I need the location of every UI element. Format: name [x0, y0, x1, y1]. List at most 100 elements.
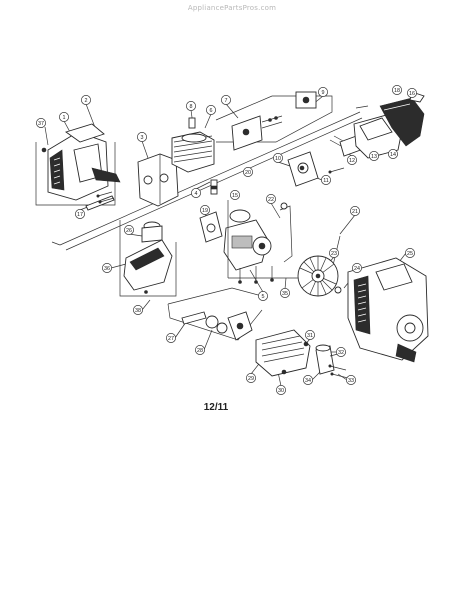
- callout-10: 10: [273, 153, 283, 163]
- callout-number: 34: [305, 378, 311, 384]
- callout-circle: [206, 105, 216, 115]
- callout-circle: [200, 205, 210, 215]
- callout-number: 3: [141, 135, 144, 141]
- callout-7: 7: [221, 95, 231, 105]
- callout-number: 38: [135, 308, 141, 314]
- callout-circle: [405, 248, 415, 258]
- callout-30: 30: [276, 385, 286, 395]
- callout-number: 14: [390, 152, 396, 158]
- callout-8: 8: [186, 101, 196, 111]
- callout-circle: [346, 375, 356, 385]
- callout-3: 3: [137, 132, 147, 142]
- heat-shield: [137, 153, 179, 207]
- callout-number: 9: [322, 90, 325, 96]
- callout-circle: [321, 175, 331, 185]
- callout-number: 21: [352, 209, 358, 215]
- callout-number: 35: [282, 291, 288, 297]
- callout-number: 16: [409, 91, 415, 97]
- loose-screws: [96, 167, 345, 204]
- callout-circle: [230, 190, 240, 200]
- callout-circle: [195, 345, 205, 355]
- callout-number: 32: [338, 350, 344, 356]
- crankcase-screws: [238, 266, 274, 284]
- carburetor: [223, 209, 272, 271]
- callout-15: 15: [230, 190, 240, 200]
- cylinder: [171, 117, 215, 173]
- callout-circle: [280, 288, 290, 298]
- callout-number: 11: [323, 178, 329, 184]
- callout-number: 29: [248, 376, 254, 382]
- callout-circle: [276, 385, 286, 395]
- callout-circle: [258, 291, 268, 301]
- callout-36: 36: [102, 263, 112, 273]
- callout-number: 6: [210, 108, 213, 114]
- callout-number: 33: [348, 378, 354, 384]
- callout-circle: [369, 151, 379, 161]
- callout-32: 32: [336, 347, 346, 357]
- callout-circle: [388, 149, 398, 159]
- callout-circle: [59, 112, 69, 122]
- crankshaft-assembly: [167, 287, 263, 341]
- callout-number: 28: [197, 348, 203, 354]
- callout-number: 10: [275, 156, 281, 162]
- diagram-caption: 12/11: [203, 402, 229, 413]
- callout-20: 20: [243, 167, 253, 177]
- callout-24: 24: [352, 263, 362, 273]
- callout-37: 37: [36, 118, 46, 128]
- callout-number: 22: [268, 197, 274, 203]
- callout-circle: [243, 167, 253, 177]
- callout-number: 25: [407, 251, 413, 257]
- throttle-housing-assembly: [35, 123, 121, 211]
- callout-circle: [246, 373, 256, 383]
- callout-number: 15: [232, 193, 238, 199]
- callout-17: 17: [75, 209, 85, 219]
- callout-circle: [191, 188, 201, 198]
- callout-circle: [221, 95, 231, 105]
- callout-circle: [329, 248, 339, 258]
- callout-21: 21: [350, 206, 360, 216]
- callout-34: 34: [303, 375, 313, 385]
- callout-circle: [186, 101, 196, 111]
- callout-38: 38: [133, 305, 143, 315]
- callout-circle: [133, 305, 143, 315]
- callout-circle: [36, 118, 46, 128]
- callout-14: 14: [388, 149, 398, 159]
- callout-28: 28: [195, 345, 205, 355]
- callout-number: 12: [349, 158, 355, 164]
- starter-housing: [334, 257, 429, 363]
- callout-circle: [266, 194, 276, 204]
- callout-number: 19: [202, 208, 208, 214]
- callout-circle: [336, 347, 346, 357]
- callout-number: 18: [394, 88, 400, 94]
- callout-4: 4: [191, 188, 201, 198]
- callout-12: 12: [347, 155, 357, 165]
- callout-circle: [124, 225, 134, 235]
- gasket: [199, 211, 223, 243]
- callout-9: 9: [318, 87, 328, 97]
- flywheel: [297, 255, 339, 297]
- callout-5: 5: [258, 291, 268, 301]
- callout-35: 35: [280, 288, 290, 298]
- callout-number: 27: [168, 336, 174, 342]
- callout-circle: [347, 155, 357, 165]
- callout-number: 7: [225, 98, 228, 104]
- callout-22: 22: [266, 194, 276, 204]
- callout-number: 24: [354, 266, 360, 272]
- callout-circle: [102, 263, 112, 273]
- callout-27: 27: [166, 333, 176, 343]
- callout-31: 31: [305, 330, 315, 340]
- callout-29: 29: [246, 373, 256, 383]
- callout-circle: [303, 375, 313, 385]
- callout-11: 11: [321, 175, 331, 185]
- callout-number: 2: [85, 98, 88, 104]
- callout-circle: [137, 132, 147, 142]
- callout-number: 26: [126, 228, 132, 234]
- callout-25: 25: [405, 248, 415, 258]
- callout-number: 13: [371, 154, 377, 160]
- callout-number: 17: [77, 212, 83, 218]
- callout-circle: [407, 88, 417, 98]
- callout-circle: [81, 95, 91, 105]
- callout-18: 18: [392, 85, 402, 95]
- callout-23: 23: [329, 248, 339, 258]
